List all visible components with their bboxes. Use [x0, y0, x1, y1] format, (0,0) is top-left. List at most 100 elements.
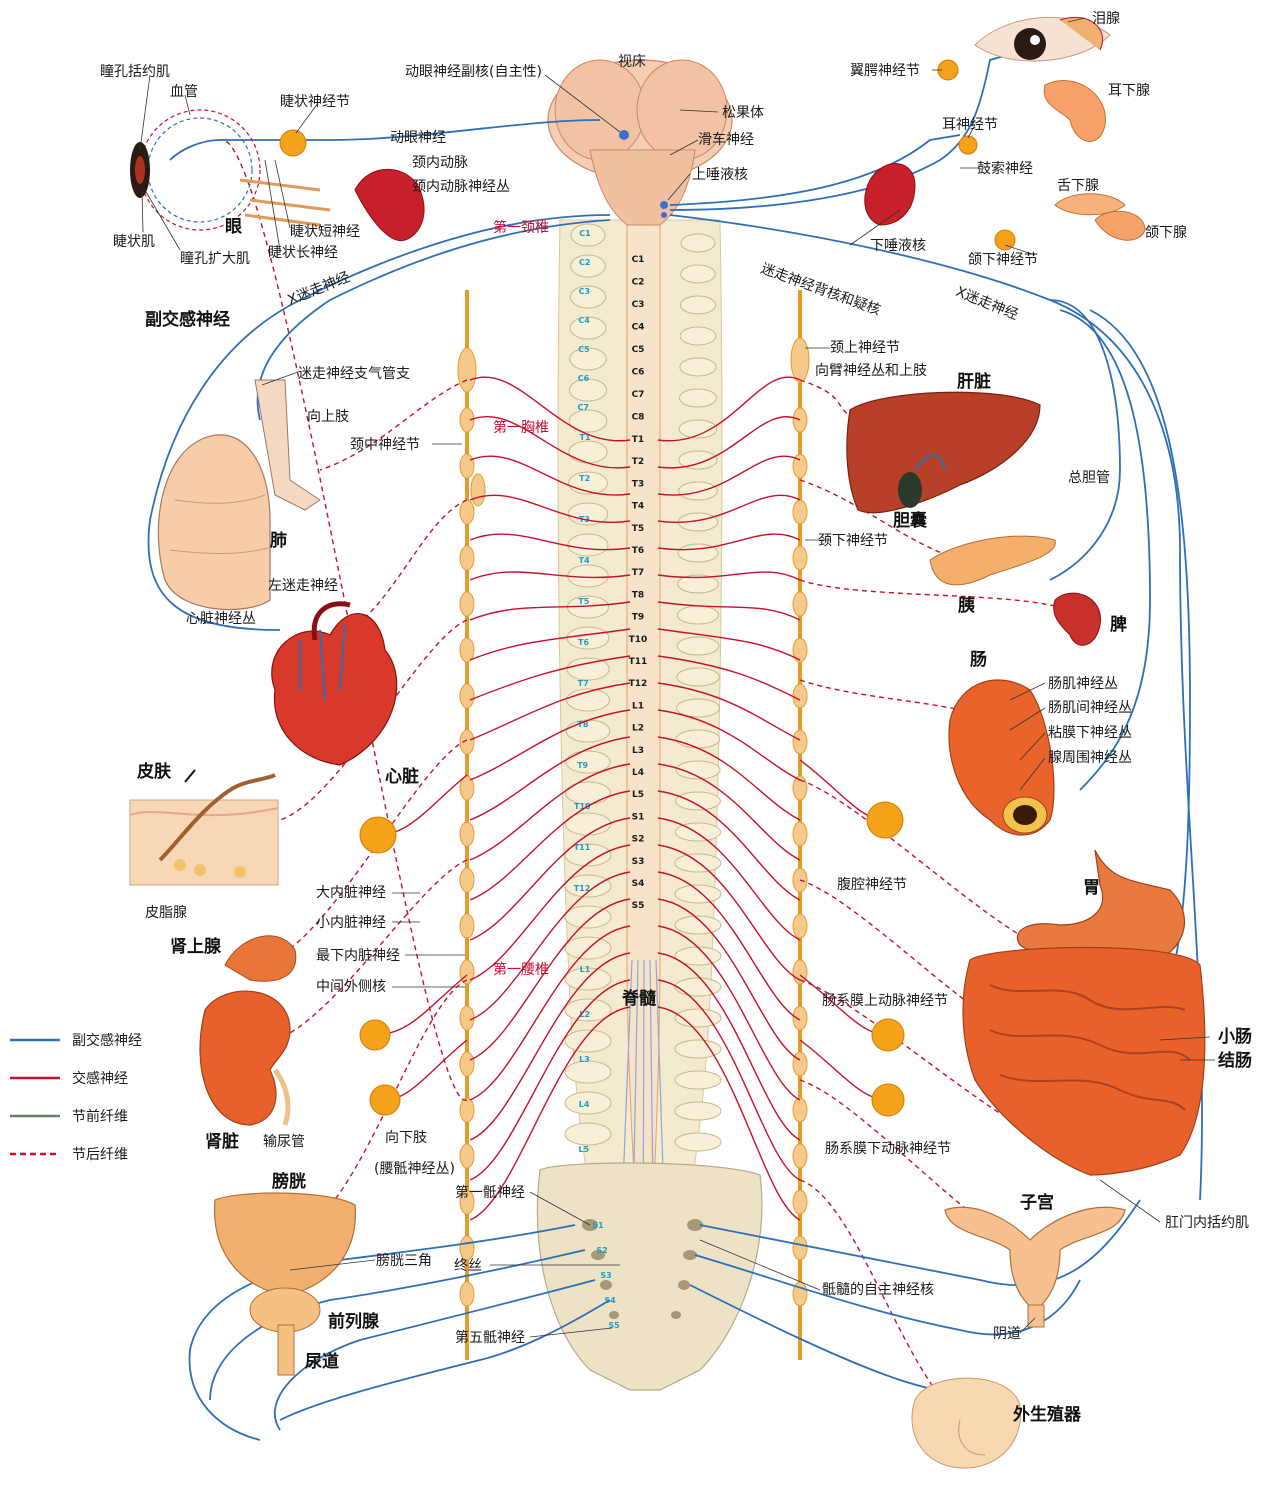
submandibular-ganglion — [994, 229, 1016, 251]
sympathetic-fiber — [657, 844, 801, 981]
sympathetic-fiber — [469, 655, 631, 701]
vertebra-process — [674, 1008, 722, 1028]
label-stomach: 胃 — [1083, 878, 1100, 898]
cord-segment-label: S1 — [632, 812, 645, 822]
label-cardiac-plexus: 心脏神经丛 — [186, 611, 256, 627]
label-chorda-tympani: 鼓索神经 — [977, 160, 1033, 177]
vertebra-process — [674, 853, 722, 873]
label-intermediolateral: 中间外侧核 — [316, 979, 386, 995]
vertebra-process — [679, 357, 717, 377]
sympathetic-fiber — [469, 628, 631, 661]
pancreas — [929, 535, 1056, 586]
label-lacrimal: 泪腺 — [1092, 11, 1120, 27]
cord-segment-label: T1 — [632, 435, 644, 445]
vertebra-label: T2 — [579, 474, 590, 483]
cord-segment-label: T4 — [632, 502, 644, 512]
label-oculomotor: 动眼神经 — [390, 130, 446, 146]
vertebra-process — [674, 1101, 722, 1121]
vertebra-body — [564, 874, 612, 898]
vertebra-process — [679, 326, 717, 346]
vertebra-label: T12 — [574, 884, 591, 893]
vertebra-label: L4 — [579, 1100, 590, 1109]
sympathetic-fiber — [657, 736, 801, 821]
sacral-label: S1 — [592, 1221, 604, 1230]
label-blood-vessel: 血管 — [170, 84, 198, 100]
vertebra-body — [565, 781, 611, 805]
sympathetic-fiber — [469, 533, 631, 551]
vertebra-process — [677, 574, 719, 594]
splanchnic-nerve — [374, 974, 468, 1036]
vertebra-body — [570, 223, 606, 247]
bladder-prostate — [214, 1192, 356, 1376]
sympathetic-fiber — [657, 952, 801, 1141]
cord-segment-label: L3 — [632, 746, 644, 756]
cord-segment-label: T6 — [632, 546, 644, 556]
vertebra-process — [680, 233, 716, 253]
label-long-ciliary: 睫状长神经 — [268, 245, 338, 261]
chain-ganglion — [459, 683, 475, 709]
postganglionic-fiber — [799, 979, 1051, 1141]
postganglionic-fiber — [319, 379, 468, 471]
chain-ganglion — [459, 821, 475, 847]
vertebra-process — [679, 295, 717, 315]
vertebra-body — [564, 936, 612, 960]
label-otic-ganglion: 耳神经节 — [942, 117, 998, 133]
lung — [157, 379, 321, 611]
vertebra-label: L5 — [578, 1145, 589, 1154]
vertebra-label: C3 — [579, 287, 590, 296]
sympathetic-fiber — [657, 655, 801, 701]
chain-ganglion — [792, 683, 808, 709]
skin-section — [129, 769, 279, 886]
sacral-label: S5 — [608, 1321, 620, 1330]
vertebra-label: C1 — [579, 229, 591, 238]
vertebra-label: T7 — [578, 679, 589, 688]
label-pineal: 松果体 — [722, 105, 764, 121]
label-liver: 肝脏 — [957, 371, 991, 392]
vertebra-body — [564, 1029, 612, 1053]
cord-segment-label: T11 — [629, 657, 648, 667]
sympathetic-fiber — [469, 763, 631, 861]
vertebra-body — [564, 998, 612, 1022]
label-intestine: 肠 — [970, 650, 987, 670]
sympathetic-fiber — [657, 898, 801, 1061]
heart — [271, 601, 398, 766]
sympathetic-fiber — [469, 952, 631, 1141]
sympathetic-fiber — [469, 455, 631, 496]
postganglionic-fiber — [799, 1079, 1031, 1251]
label-pupil-sphincter: 瞳孔括约肌 — [100, 63, 170, 80]
kidney — [199, 990, 291, 1126]
postganglionic-fiber — [799, 579, 1071, 611]
cord-segment-label: L5 — [632, 790, 644, 800]
label-least-splanchnic: 最下内脏神经 — [316, 948, 400, 964]
cord-segment-label: L2 — [632, 724, 644, 734]
label-inf-mesenteric: 肠系膜下动脉神经节 — [825, 1141, 951, 1157]
sympathetic-chain-right — [790, 290, 810, 1360]
vertebra-process — [676, 605, 720, 625]
cord-segment-label: T8 — [632, 590, 644, 600]
chain-ganglion — [792, 1097, 808, 1123]
chain-ganglion — [459, 1051, 475, 1077]
vertebra-label: T6 — [578, 638, 589, 647]
sympathetic-fiber — [657, 533, 801, 551]
vertebra-body — [569, 285, 607, 309]
sympathetic-fiber — [469, 898, 631, 1061]
label-oculomotor-accessory: 动眼神经副核(自主性) — [405, 64, 542, 80]
vertebra-process — [675, 791, 721, 811]
label-vagus-dorsal: 迷走神经背核和疑核 — [759, 261, 883, 319]
sympathetic-fiber — [657, 628, 801, 661]
left-prevertebral-ganglia — [359, 816, 401, 1116]
cord-segment-label: S4 — [632, 879, 645, 889]
vertebra-body — [567, 533, 609, 557]
chain-ganglion — [459, 867, 475, 893]
chain-ganglion — [459, 1189, 475, 1215]
label-lesser-splanchnic: 小内脏神经 — [316, 915, 386, 931]
label-short-ciliary: 睫状短神经 — [290, 224, 360, 240]
label-sup-mesenteric: 肠系膜上动脉神经节 — [822, 993, 948, 1009]
label-pterygopalatine: 翼腭神经节 — [850, 63, 920, 79]
vertebra-body — [569, 378, 607, 402]
vertebra-process — [676, 636, 720, 656]
label-trochlear: 滑车神经 — [698, 131, 754, 148]
label-thalamus: 视床 — [618, 54, 646, 70]
chain-ganglion — [459, 1235, 475, 1261]
